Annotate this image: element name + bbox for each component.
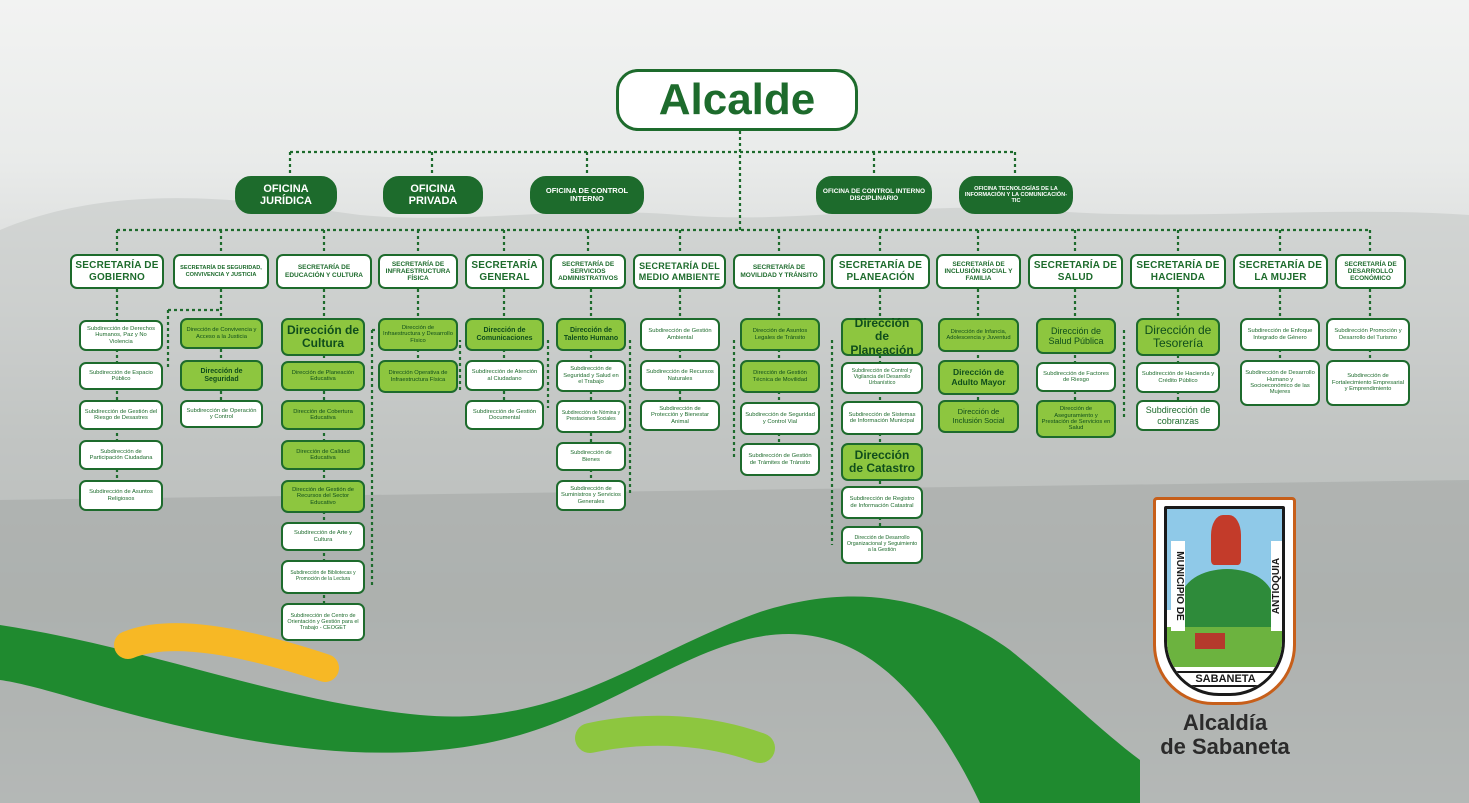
municipal-seal: SABANETA MUNICIPIO DE ANTIOQUIA bbox=[1153, 497, 1296, 705]
unit-box: Subdirección de Espacio Público bbox=[79, 362, 163, 390]
unit-box: Dirección de Salud Pública bbox=[1036, 318, 1116, 354]
seal-text-left: MUNICIPIO DE bbox=[1171, 541, 1185, 631]
unit-box: Dirección de Convivencia y Acceso a la J… bbox=[180, 318, 263, 349]
seal-virgin-figure bbox=[1211, 515, 1241, 565]
unit-box: Subdirección de Control y Vigilancia del… bbox=[841, 362, 923, 394]
seal-house bbox=[1195, 633, 1225, 649]
brand-name-line2: de Sabaneta bbox=[1160, 734, 1290, 759]
unit-box: Subdirección de Protección y Bienestar A… bbox=[640, 400, 720, 431]
seal-text-right: ANTIOQUIA bbox=[1271, 541, 1282, 631]
sec-mujer: SECRETARÍA DE LA MUJER bbox=[1233, 254, 1328, 289]
unit-box: Dirección de Comunicaciones bbox=[465, 318, 544, 351]
unit-box: Subdirección de Operación y Control bbox=[180, 400, 263, 428]
unit-box: Subdirección de Seguridad y Control Vial bbox=[740, 402, 820, 435]
sec-educacion: SECRETARÍA DE EDUCACIÓN Y CULTURA bbox=[276, 254, 372, 289]
office-privada: OFICINA PRIVADA bbox=[383, 176, 483, 214]
unit-box: Dirección de Desarrollo Organizacional y… bbox=[841, 526, 923, 564]
unit-box: Subdirección de Participación Ciudadana bbox=[79, 440, 163, 470]
unit-box: Dirección de Planeación bbox=[841, 316, 923, 356]
office-tic: OFICINA TECNOLOGÍAS DE LA INFORMACIÓN Y … bbox=[959, 176, 1073, 214]
sec-hacienda: SECRETARÍA DE HACIENDA bbox=[1130, 254, 1226, 289]
unit-box: Subdirección de Bienes bbox=[556, 442, 626, 471]
unit-box: Subdirección de Centro de Orientación y … bbox=[281, 603, 365, 641]
unit-box: Subdirección de Gestión Ambiental bbox=[640, 318, 720, 351]
seal-inner: SABANETA MUNICIPIO DE ANTIOQUIA bbox=[1164, 506, 1285, 696]
seal-mountain bbox=[1181, 569, 1273, 629]
yellow-stroke bbox=[114, 623, 339, 682]
sec-gobierno: SECRETARÍA DE GOBIERNO bbox=[70, 254, 164, 289]
lime-stroke bbox=[575, 715, 775, 763]
sec-inclusion: SECRETARÍA DE INCLUSIÓN SOCIAL Y FAMILIA bbox=[936, 254, 1021, 289]
unit-box: Subdirección de Arte y Cultura bbox=[281, 522, 365, 551]
unit-box: Subdirección de Derechos Humanos, Paz y … bbox=[79, 320, 163, 351]
unit-box: Dirección de Adulto Mayor bbox=[938, 360, 1019, 395]
unit-box: Subdirección de Bibliotecas y Promoción … bbox=[281, 560, 365, 594]
brand-name-line1: Alcaldía bbox=[1182, 710, 1268, 735]
unit-box: Dirección de Asuntos Legales de Tránsito bbox=[740, 318, 820, 351]
unit-box: Subdirección de Factores de Riesgo bbox=[1036, 362, 1116, 392]
unit-box: Dirección de Aseguramiento y Prestación … bbox=[1036, 400, 1116, 438]
office-control-interno-disciplinario: OFICINA DE CONTROL INTERNO DISCIPLINARIO bbox=[816, 176, 932, 214]
alcalde-box: Alcalde bbox=[616, 69, 858, 131]
unit-box: Subdirección de Seguridad y Salud en el … bbox=[556, 360, 626, 392]
unit-box: Subdirección de Gestión Documental bbox=[465, 400, 544, 430]
unit-box: Dirección de Planeación Educativa bbox=[281, 361, 365, 391]
unit-box: Subdirección de Gestión de Trámites de T… bbox=[740, 443, 820, 476]
unit-box: Dirección de Talento Humano bbox=[556, 318, 626, 351]
unit-box: Subdirección de Recursos Naturales bbox=[640, 360, 720, 391]
sec-medio-ambiente: SECRETARÍA DEL MEDIO AMBIENTE bbox=[633, 254, 726, 289]
unit-box: Dirección de Inclusión Social bbox=[938, 400, 1019, 433]
sec-movilidad: SECRETARÍA DE MOVILIDAD Y TRÁNSITO bbox=[733, 254, 825, 289]
unit-box: Dirección de Tesorería bbox=[1136, 318, 1220, 356]
unit-box: Subdirección de Fortalecimiento Empresar… bbox=[1326, 360, 1410, 406]
sec-desarrollo-economico: SECRETARÍA DE DESARROLLO ECONÓMICO bbox=[1335, 254, 1406, 289]
unit-box: Dirección de Gestión de Recursos del Sec… bbox=[281, 480, 365, 513]
green-wave bbox=[0, 596, 1140, 803]
unit-box: Dirección de Infraestructura y Desarroll… bbox=[378, 318, 458, 351]
unit-box: Subdirección de Registro de Información … bbox=[841, 486, 923, 519]
unit-box: Dirección de Cultura bbox=[281, 318, 365, 356]
sec-general: SECRETARÍA GENERAL bbox=[465, 254, 544, 289]
unit-box: Dirección Operativa de Infraestructura F… bbox=[378, 360, 458, 393]
office-juridica: OFICINA JURÍDICA bbox=[235, 176, 337, 214]
unit-box: Subdirección de Suministros y Servicios … bbox=[556, 480, 626, 511]
unit-box: Subdirección de Enfoque Integrado de Gén… bbox=[1240, 318, 1320, 351]
unit-box: Subdirección de Hacienda y Crédito Públi… bbox=[1136, 362, 1220, 393]
unit-box: Dirección de Gestión Técnica de Movilida… bbox=[740, 360, 820, 393]
unit-box: Subdirección de Desarrollo Humano y Soci… bbox=[1240, 360, 1320, 406]
unit-box: Subdirección de Asuntos Religiosos bbox=[79, 480, 163, 511]
unit-box: Subdirección de cobranzas bbox=[1136, 400, 1220, 431]
unit-box: Dirección de Catastro bbox=[841, 443, 923, 481]
sec-salud: SECRETARÍA DE SALUD bbox=[1028, 254, 1123, 289]
sec-seguridad: SECRETARÍA DE SEGURIDAD, CONVIVENCIA Y J… bbox=[173, 254, 269, 289]
sec-planeacion: SECRETARÍA DE PLANEACIÓN bbox=[831, 254, 930, 289]
unit-box: Subdirección de Gestión del Riesgo de De… bbox=[79, 400, 163, 430]
sec-infraestructura: SECRETARÍA DE INFRAESTRUCTURA FÍSICA bbox=[378, 254, 458, 289]
unit-box: Subdirección de Nómina y Prestaciones So… bbox=[556, 400, 626, 433]
unit-box: Subdirección de Sistemas de Información … bbox=[841, 401, 923, 435]
unit-box: Subdirección de Atención al Ciudadano bbox=[465, 360, 544, 391]
seal-banner: SABANETA bbox=[1175, 671, 1276, 687]
office-control-interno: OFICINA DE CONTROL INTERNO bbox=[530, 176, 644, 214]
unit-box: Dirección de Calidad Educativa bbox=[281, 440, 365, 470]
unit-box: Dirección de Seguridad bbox=[180, 360, 263, 391]
unit-box: Subdirección Promoción y Desarrollo del … bbox=[1326, 318, 1410, 351]
unit-box: Dirección de Infancia, Adolescencia y Ju… bbox=[938, 318, 1019, 352]
sec-servicios: SECRETARÍA DE SERVICIOS ADMINISTRATIVOS bbox=[550, 254, 626, 289]
unit-box: Dirección de Cobertura Educativa bbox=[281, 400, 365, 430]
